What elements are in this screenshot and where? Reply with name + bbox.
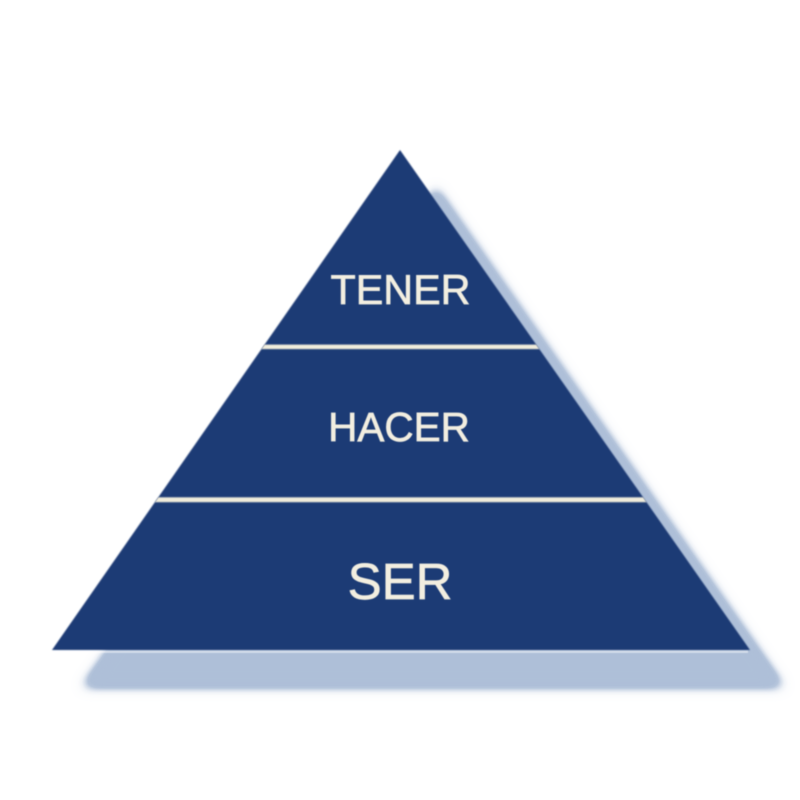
svg-text:HACER: HACER bbox=[328, 404, 470, 450]
svg-text:SER: SER bbox=[348, 553, 453, 610]
svg-text:TENER: TENER bbox=[331, 267, 471, 313]
